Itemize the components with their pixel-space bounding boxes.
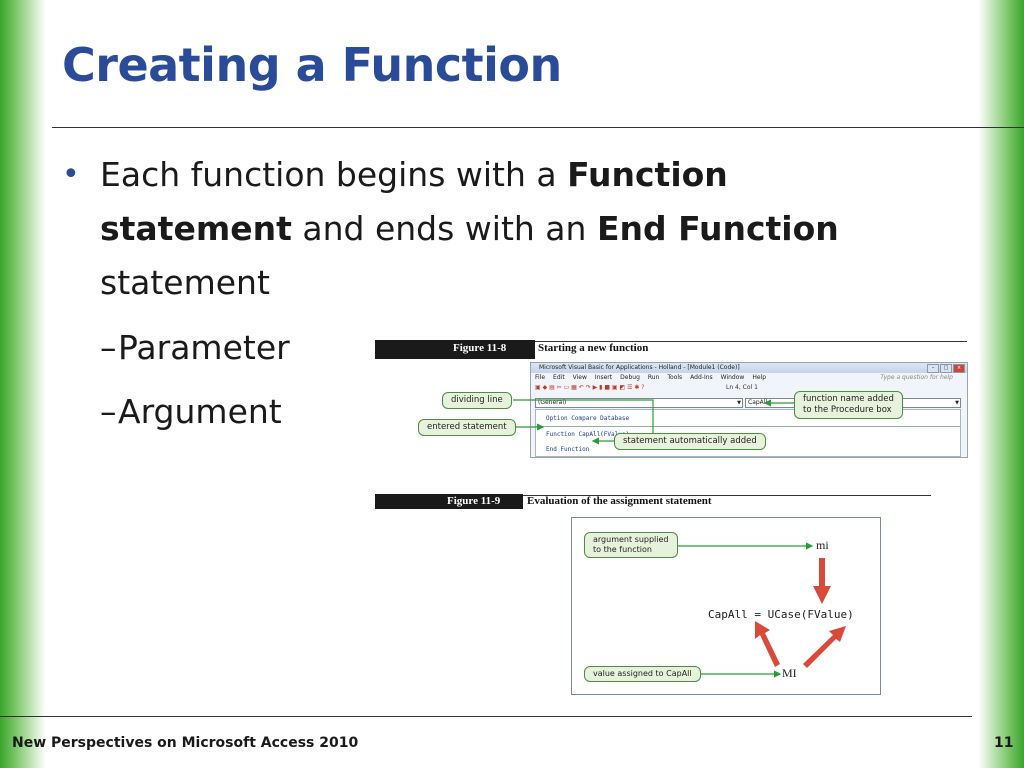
menu-run[interactable]: Run <box>647 374 660 381</box>
callout-statement-added: statement automatically added <box>614 433 766 450</box>
dividing-line <box>536 426 960 427</box>
slide-title: Creating a Function <box>62 38 562 92</box>
right-green-border <box>978 0 1024 768</box>
sub-bullet-argument: – Argument <box>60 380 940 444</box>
help-search-hint[interactable]: Type a question for help <box>880 374 953 381</box>
bullet-bold-2: End Function <box>596 209 839 248</box>
bullet-dot-icon: • <box>62 157 80 192</box>
bullet-text-3: statement <box>100 263 270 302</box>
figure-caption: Evaluation of the assignment statement <box>527 495 712 507</box>
vba-title-bar: Microsoft Visual Basic for Applications … <box>531 363 967 373</box>
code-line: End Function <box>546 446 590 453</box>
bullet-function-statement: • Each function begins with a Function s… <box>60 148 900 310</box>
code-line: Option Compare Database <box>546 415 630 422</box>
figure-label-bar <box>375 340 535 359</box>
menu-edit[interactable]: Edit <box>553 374 565 381</box>
dropdown-arrow-icon: ▼ <box>955 400 959 406</box>
callout-value-assigned: value assigned to CapAll <box>584 666 701 682</box>
dash-icon: – <box>100 328 117 367</box>
figure-top-rule <box>375 495 931 496</box>
callout-line: to the function <box>593 545 652 554</box>
minimize-icon[interactable]: – <box>927 364 939 373</box>
close-icon[interactable]: × <box>953 364 965 373</box>
bullet-list: • Each function begins with a Function s… <box>60 148 940 444</box>
dropdown-arrow-icon: ▼ <box>737 400 741 406</box>
red-down-arrow-icon <box>813 558 831 604</box>
page-number: 11 <box>994 735 1014 751</box>
output-value: MI <box>782 666 797 680</box>
vba-toolbar: ▣ ◆ ▤ ✂ ▭ ▦ ↶ ↷ ▶ ▮ ■ ▣ ◩ ☰ ✱ ? Ln 4, Co… <box>531 383 967 393</box>
menu-add-ins[interactable]: Add-Ins <box>690 374 713 381</box>
object-combo[interactable]: (General) ▼ <box>535 398 743 408</box>
menu-tools[interactable]: Tools <box>667 374 683 381</box>
callout-line: function name added <box>803 394 894 404</box>
menu-insert[interactable]: Insert <box>594 374 613 381</box>
vba-window-title: Microsoft Visual Basic for Applications … <box>539 364 740 371</box>
dividing-line-arrow <box>513 399 657 442</box>
object-combo-value: (General) <box>538 399 567 406</box>
callout-entered-statement: entered statement <box>418 419 516 436</box>
procedure-combo-value: CapAll <box>748 399 768 406</box>
figure-11-9: Figure 11-9 Evaluation of the assignment… <box>375 494 931 700</box>
figure-11-8: Figure 11-8 Starting a new function Micr… <box>375 340 968 458</box>
figure-top-rule <box>375 341 967 342</box>
footer-divider <box>0 716 972 717</box>
figure-label: Figure 11-8 <box>453 342 507 354</box>
sub-bullet-label: Parameter <box>118 328 290 367</box>
red-up-right-arrow-icon <box>803 626 846 668</box>
menu-help[interactable]: Help <box>752 374 767 381</box>
callout-dividing-line: dividing line <box>442 392 512 409</box>
bullet-text-2: and ends with an <box>291 209 597 248</box>
menu-file[interactable]: File <box>535 374 546 381</box>
figure-label-bar <box>375 494 523 509</box>
bullet-bold-1: Function statement <box>100 155 728 248</box>
menu-view[interactable]: View <box>572 374 587 381</box>
input-value: mi <box>816 538 829 552</box>
dash-icon: – <box>100 392 117 431</box>
cursor-position: Ln 4, Col 1 <box>726 384 758 391</box>
callout-argument-supplied: argument supplied to the function <box>584 532 678 558</box>
red-up-left-arrow-icon <box>755 621 780 667</box>
toolbar-icons[interactable]: ▣ ◆ ▤ ✂ ▭ ▦ ↶ ↷ ▶ ▮ ■ ▣ ◩ ☰ ✱ ? <box>535 384 645 391</box>
menu-debug[interactable]: Debug <box>620 374 640 381</box>
maximize-icon[interactable]: □ <box>940 364 952 373</box>
figure-caption: Starting a new function <box>538 342 649 354</box>
sub-bullet-parameter: – Parameter <box>60 316 940 380</box>
left-green-border <box>0 0 46 768</box>
vba-menu-bar: File Edit View Insert Debug Run Tools Ad… <box>531 373 967 383</box>
window-controls: – □ × <box>927 364 965 373</box>
callout-line: to the Procedure box <box>803 405 892 415</box>
figure-label: Figure 11-9 <box>447 495 501 507</box>
footer-text: New Perspectives on Microsoft Access 201… <box>12 735 359 751</box>
assignment-statement: CapAll = UCase(FValue) <box>708 608 854 621</box>
callout-function-name: function name added to the Procedure box <box>794 391 903 419</box>
assignment-panel: argument supplied to the function mi Cap… <box>571 517 881 695</box>
bullet-text-1: Each function begins with a <box>100 155 568 194</box>
callout-line: argument supplied <box>593 535 669 544</box>
menu-window[interactable]: Window <box>720 374 745 381</box>
sub-bullet-label: Argument <box>118 392 282 431</box>
title-divider <box>52 127 1024 128</box>
figure2-arrows <box>672 542 846 678</box>
code-line: Function CapAll(FValue) <box>546 431 630 438</box>
